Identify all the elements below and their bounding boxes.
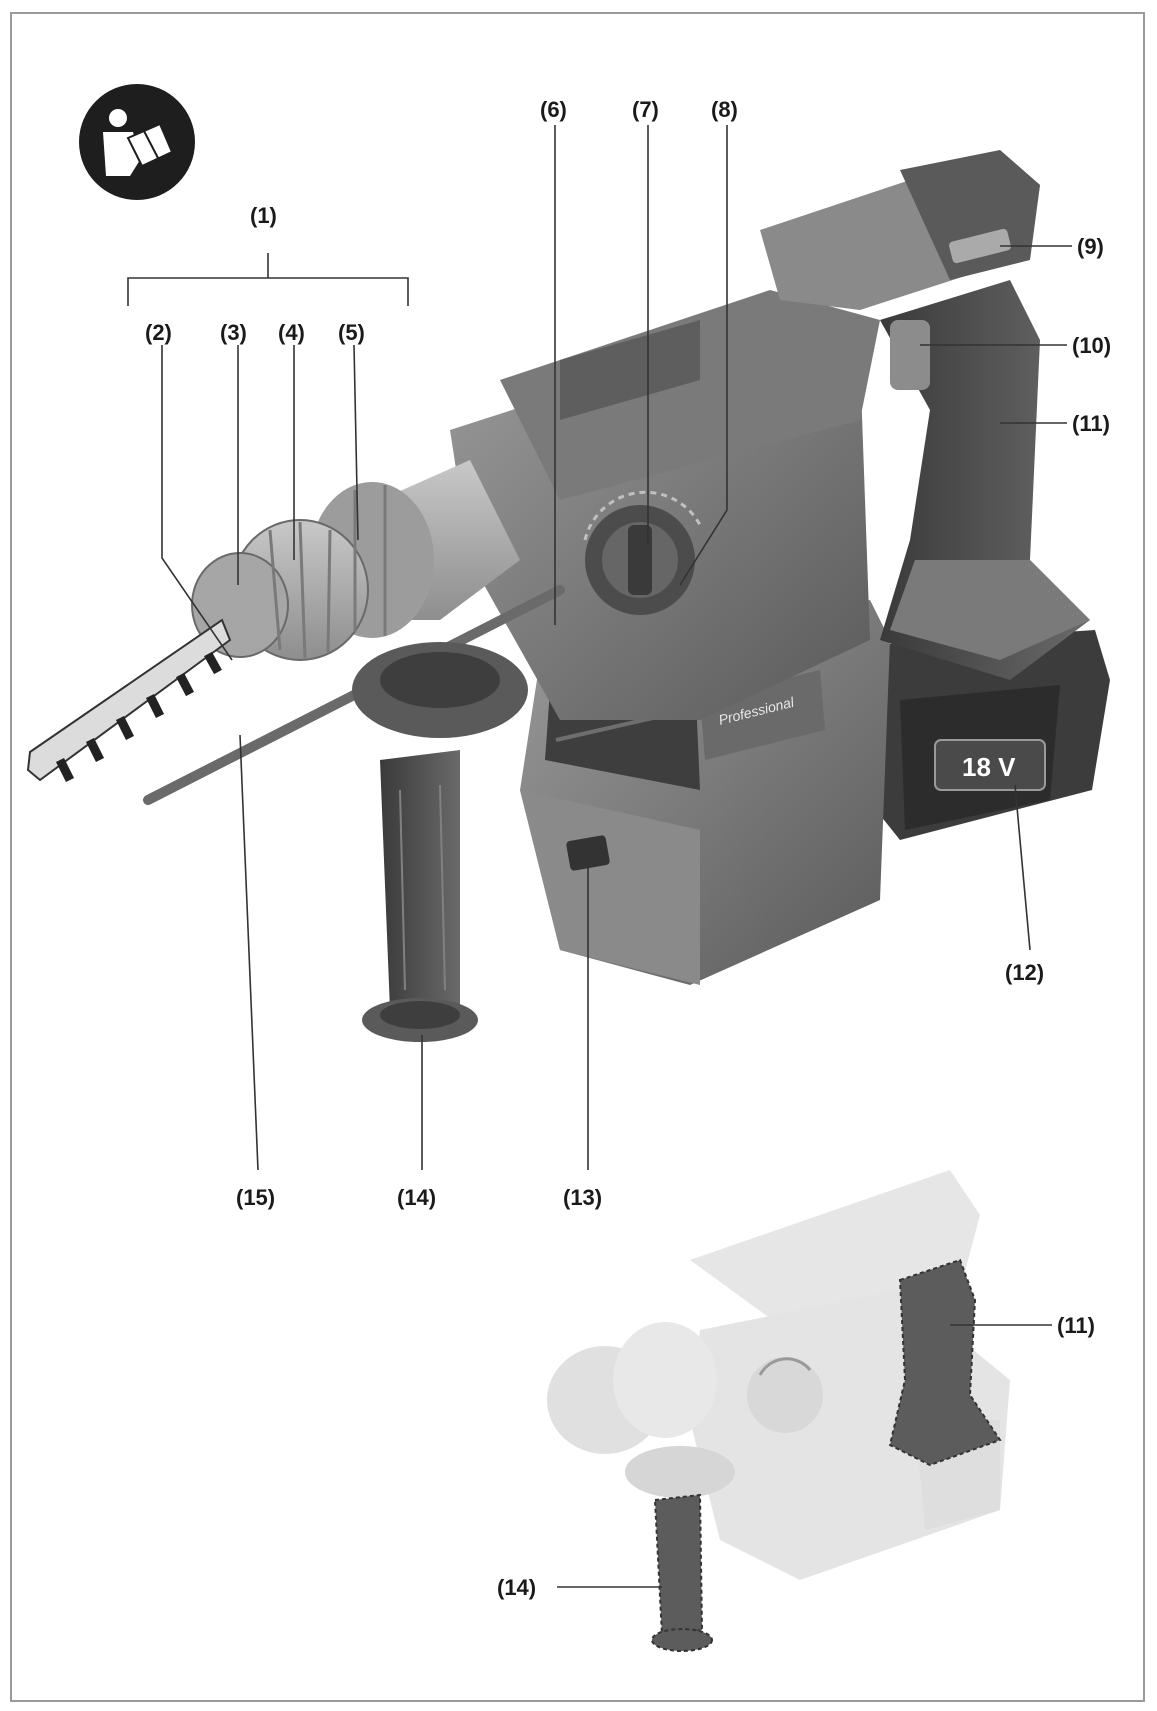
top-cover [500,290,880,500]
mode-selector-switch [583,490,702,615]
on-off-switch [890,320,930,390]
label-13: (13) [563,1185,602,1210]
label-6: (6) [540,97,567,122]
label-14-inset: (14) [497,1575,536,1600]
label-8: (8) [711,97,738,122]
label-10: (10) [1072,333,1111,358]
inset-main-handle [888,1258,1002,1467]
lower-housing-front [520,790,700,985]
tool-holder [191,460,520,661]
label-5: (5) [338,320,365,345]
battery-pack: 18 V [870,630,1110,840]
read-manual-icon [79,84,195,200]
callout-labels: (1) (2) (3) (4) (5) (6) (7) (8) (9) (10)… [145,97,1111,1600]
drill-bit [26,618,232,783]
label-3: (3) [220,320,247,345]
inset-auxiliary-handle [653,1493,704,1637]
label-4: (4) [278,320,305,345]
label-11: (11) [1072,411,1110,436]
inset-drill [547,1170,1010,1652]
label-14: (14) [397,1185,436,1210]
battery-label-plate [934,739,1046,791]
label-7: (7) [632,97,659,122]
label-12: (12) [1005,960,1044,985]
trigger-lock-button [949,228,1011,264]
battery-release-button [566,835,610,871]
label-2: (2) [145,320,172,345]
label-11-inset: (11) [1057,1313,1095,1338]
leader-lines [127,125,1072,1588]
label-1: (1) [250,203,277,228]
label-15: (15) [236,1185,275,1210]
auxiliary-handle [352,642,528,1042]
label-9: (9) [1077,234,1104,259]
battery-voltage-text: 18 V [962,752,1016,782]
hammer-drill-main: 18 V Professional [26,150,1110,1042]
